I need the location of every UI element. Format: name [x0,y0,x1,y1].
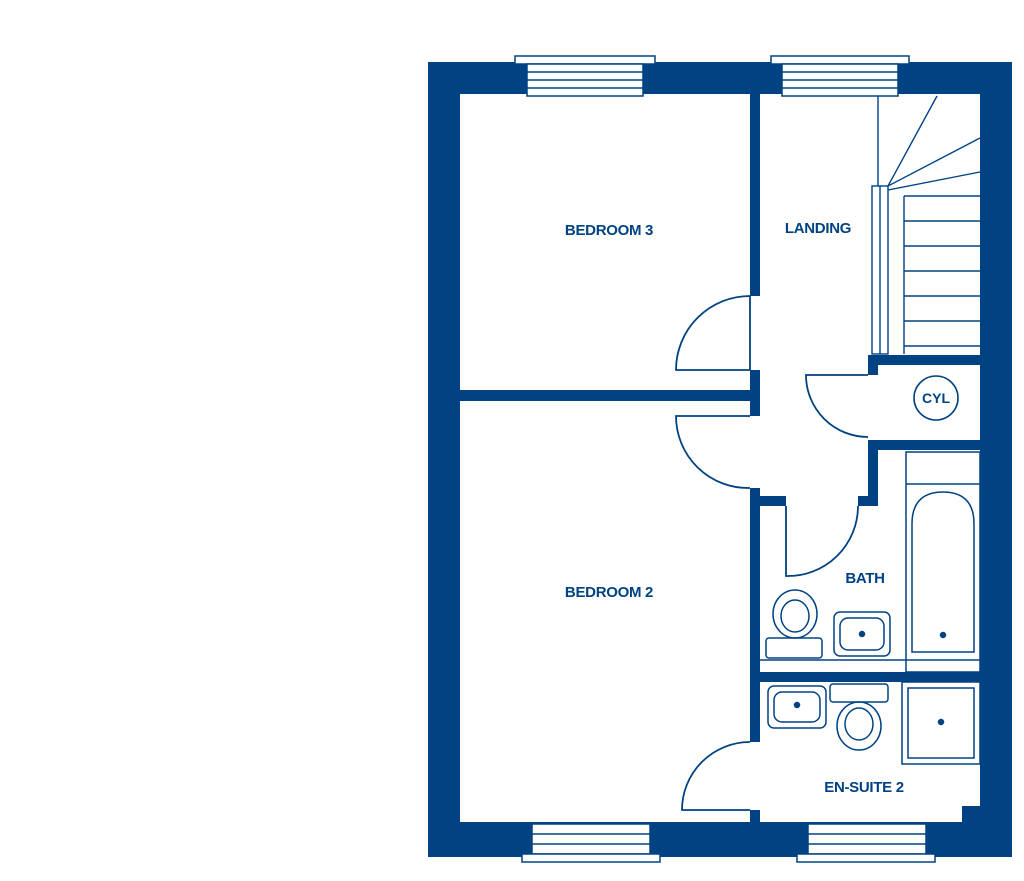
washbasin-icon [833,611,891,657]
washbasin-icon [767,685,827,729]
room-label-ensuite2: EN-SUITE 2 [824,779,904,796]
door-swing-bedroom3 [675,295,751,371]
window-icon [514,55,656,97]
staircase-icon [871,95,981,355]
outer-walls [428,62,1012,857]
door-swing-bedroom2 [675,415,751,489]
window-icon [796,823,936,863]
door-swing-cylinder [805,374,869,438]
interior-walls [460,94,980,822]
door-swing-bath [785,505,859,577]
window-icon [770,55,910,97]
ensuite-wall-notch [962,806,980,822]
door-swing-ensuite [681,741,751,811]
cylinder-label: CYL [922,390,950,406]
toilet-icon [765,589,823,659]
room-label-landing: LANDING [785,220,851,237]
toilet-icon [829,683,889,751]
room-label-bedroom3: BEDROOM 3 [565,222,653,239]
shower-tray-icon [901,681,981,765]
cylinder-icon: CYL [913,375,959,421]
room-label-bath: BATH [845,570,884,587]
window-icon [521,823,661,863]
bathtub-icon [905,451,981,673]
room-label-bedroom2: BEDROOM 2 [565,584,653,601]
